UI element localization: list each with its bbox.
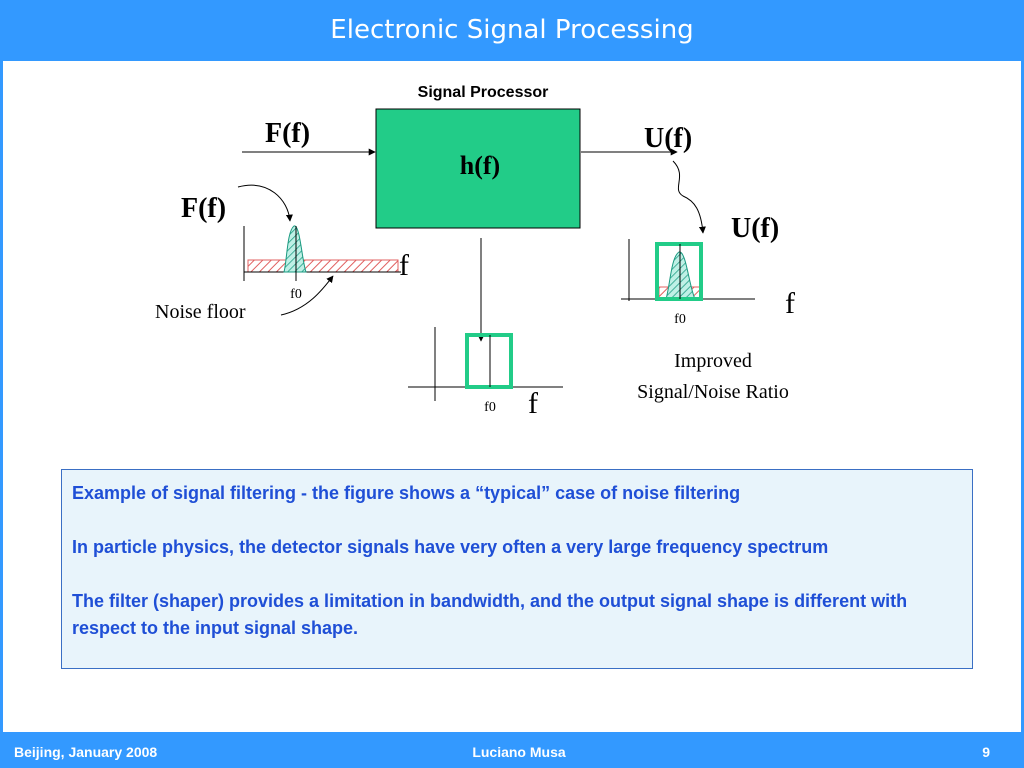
- signal-processing-diagram: Signal Processor h(f) F(f) U(f) F(f) f f…: [155, 84, 795, 420]
- filter-f0-label: f0: [484, 400, 496, 415]
- noise-floor-band: [247, 259, 399, 273]
- filter-passband: [465, 333, 513, 389]
- output-passband: [655, 242, 703, 301]
- slide-title: Electronic Signal Processing: [0, 0, 1024, 60]
- noise-floor-label: Noise floor: [155, 301, 246, 323]
- note-line-1: Example of signal filtering - the figure…: [72, 483, 741, 503]
- note-line-3: The filter (shaper) provides a limitatio…: [72, 591, 908, 638]
- footer-location-date: Beijing, January 2008: [14, 744, 158, 760]
- input-signal-peak: [283, 225, 307, 273]
- transfer-function-label: h(f): [460, 151, 500, 180]
- slide-footer: Beijing, January 2008 Luciano Musa 9: [0, 734, 1024, 768]
- noise-pointer-curve: [280, 275, 334, 316]
- footer-page-number: 9: [982, 744, 990, 760]
- explanation-box: Example of signal filtering - the figure…: [61, 469, 973, 669]
- slide-title-text: Electronic Signal Processing: [330, 15, 694, 45]
- output-axis-label: f: [785, 287, 795, 320]
- input-axis-label: f: [399, 249, 409, 282]
- input-f0-label: f0: [290, 287, 302, 302]
- output-label-top: U(f): [644, 123, 692, 154]
- input-label-top: F(f): [265, 118, 310, 149]
- input-pointer-curve: [237, 184, 293, 222]
- input-spectrum-label: F(f): [181, 193, 226, 224]
- output-spectrum-label: U(f): [731, 213, 779, 244]
- improved-snr-line2: Signal/Noise Ratio: [637, 381, 789, 403]
- slide-content: Signal Processor h(f) F(f) U(f) F(f) f f…: [3, 61, 1021, 732]
- output-f0-label: f0: [674, 312, 686, 327]
- footer-author: Luciano Musa: [472, 744, 566, 760]
- output-pointer-curve: [672, 160, 706, 234]
- filter-axis-label: f: [528, 387, 538, 420]
- note-line-2: In particle physics, the detector signal…: [72, 537, 829, 557]
- improved-snr-line1: Improved: [674, 350, 752, 372]
- processor-label: Signal Processor: [418, 84, 549, 101]
- processor-box: [375, 108, 581, 229]
